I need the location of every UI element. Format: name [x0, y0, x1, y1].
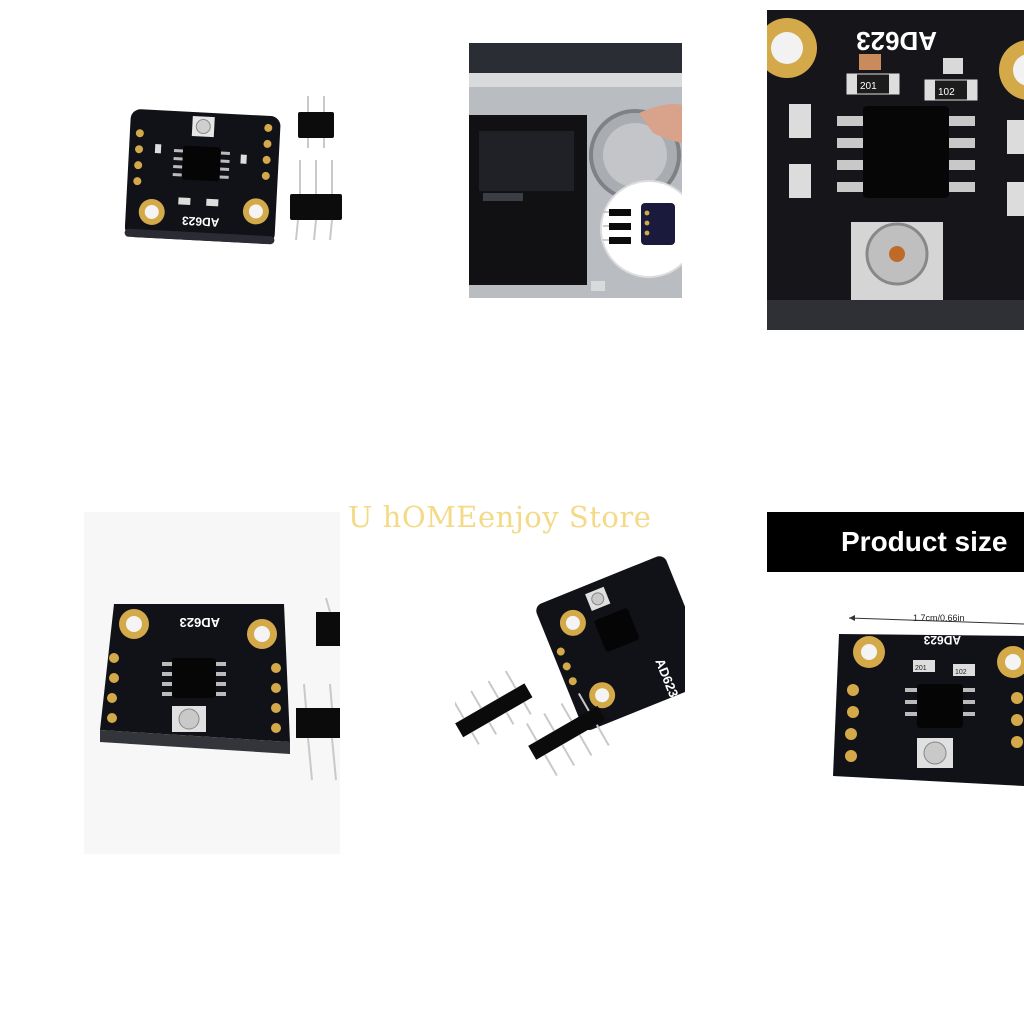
product-photo-board-with-headers: AD623 [110, 90, 345, 250]
size-board-illustration: AD623 201 102 [833, 615, 1024, 786]
product-photo-angled-board: AD623 [84, 512, 340, 854]
store-watermark: U hOMEenjoy Store [348, 500, 652, 534]
product-photo-usage-scene [469, 43, 682, 298]
board-closeup-illustration: AD623 201 102 [767, 10, 1024, 330]
board-silkscreen-label: AD623 [181, 214, 219, 230]
product-size-banner: Product size [767, 512, 1024, 572]
size-resistor-code-201: 201 [915, 665, 927, 672]
product-photo-board-and-headers: AD623 [455, 555, 685, 810]
closeup-silkscreen-label: AD623 [856, 26, 937, 56]
resistor-code-201: 201 [860, 81, 877, 92]
size-silkscreen-label: AD623 [923, 633, 961, 647]
angled-board-illustration: AD623 [84, 512, 340, 854]
angled-silkscreen-label: AD623 [180, 615, 220, 630]
product-size-panel: Product size AD623 201 102 1.7cm/0.66in [767, 512, 1024, 802]
tilted-board-illustration: AD623 [455, 556, 685, 776]
resistor-code-102: 102 [938, 87, 955, 98]
product-photo-closeup: AD623 201 102 [767, 10, 1024, 330]
board-illustration: AD623 [124, 96, 342, 245]
amplifier-scene-illustration [469, 43, 682, 298]
dimension-label: 1.7cm/0.66in [913, 613, 965, 623]
size-resistor-code-102: 102 [955, 669, 967, 676]
